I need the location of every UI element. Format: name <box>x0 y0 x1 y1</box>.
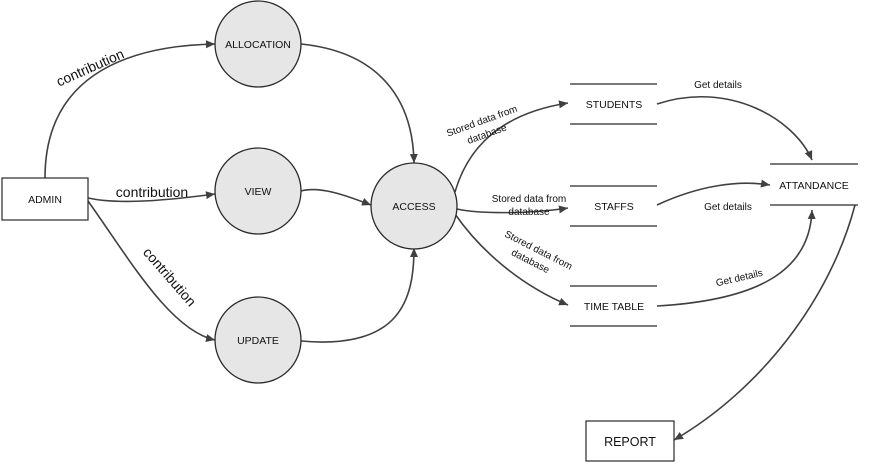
flow-staffs-to-attendance <box>656 179 771 206</box>
store-attendance[interactable]: ATTANDANCE <box>770 163 858 206</box>
process-allocation-label: ALLOCATION <box>225 39 291 51</box>
flow-access-to-timetable <box>454 213 569 306</box>
flow-allocation-to-access <box>300 43 418 164</box>
label-get-details-students: Get details <box>694 80 742 91</box>
entity-admin[interactable]: ADMIN <box>1 177 89 221</box>
flow-access-to-staffs <box>456 205 569 214</box>
process-view[interactable]: VIEW <box>214 147 302 235</box>
process-access[interactable]: ACCESS <box>370 162 458 250</box>
label-contribution-allocation: contribution <box>54 45 127 89</box>
store-timetable[interactable]: TIME TABLE <box>570 285 657 327</box>
store-staffs[interactable]: STAFFS <box>570 185 657 227</box>
process-access-label: ACCESS <box>392 201 435 213</box>
entity-admin-label: ADMIN <box>28 194 62 206</box>
flow-admin-to-update <box>87 200 216 342</box>
process-update[interactable]: UPDATE <box>214 296 302 384</box>
process-update-label: UPDATE <box>237 335 279 347</box>
flow-view-to-access <box>300 188 372 206</box>
store-staffs-label: STAFFS <box>594 201 633 213</box>
flow-access-to-students <box>454 100 569 193</box>
label-stored-staffs-1: Stored data from <box>492 194 566 205</box>
store-students-label: STUDENTS <box>586 99 643 111</box>
flow-attendance-to-report <box>673 204 856 441</box>
label-stored-staffs-2: database <box>508 207 550 218</box>
flow-admin-to-allocation <box>44 40 216 179</box>
label-get-details-staffs: Get details <box>704 202 752 213</box>
process-view-label: VIEW <box>245 186 272 198</box>
store-attendance-label: ATTANDANCE <box>779 180 849 192</box>
flow-timetable-to-attendance <box>656 209 816 307</box>
label-contribution-view: contribution <box>116 184 188 200</box>
entity-report[interactable]: REPORT <box>585 420 675 462</box>
flow-update-to-access <box>300 247 418 343</box>
entity-report-label: REPORT <box>604 435 656 449</box>
label-contribution-update: contribution <box>140 244 200 309</box>
store-students[interactable]: STUDENTS <box>570 83 657 125</box>
flow-students-to-attendance <box>656 95 813 161</box>
flow-admin-to-view <box>87 191 216 203</box>
store-timetable-label: TIME TABLE <box>584 301 644 313</box>
process-allocation[interactable]: ALLOCATION <box>214 0 302 88</box>
